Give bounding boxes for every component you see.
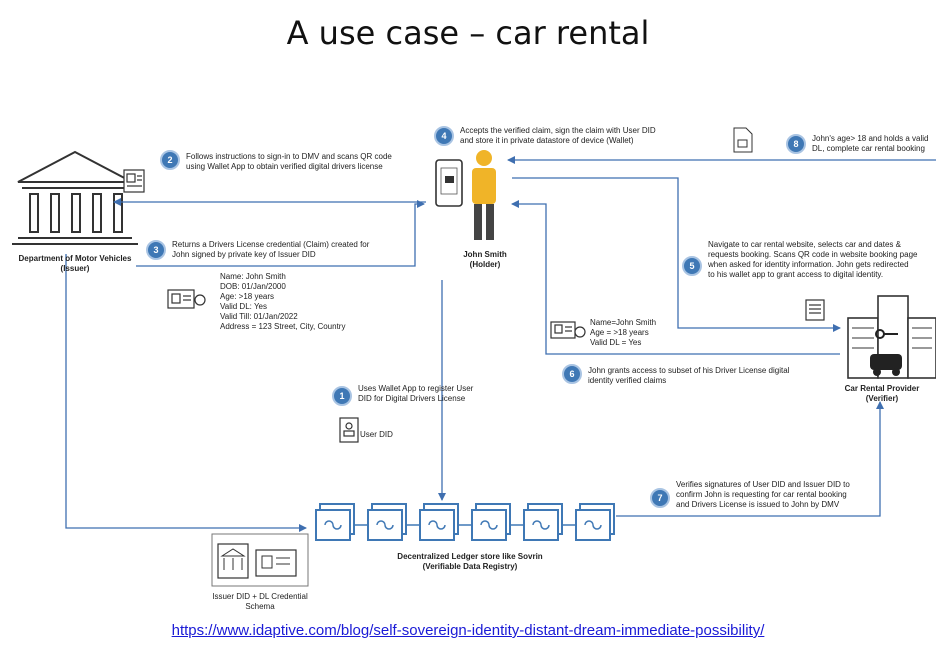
slide-title: A use case – car rental: [286, 14, 650, 52]
holder-label: John Smith (Holder): [440, 250, 530, 270]
verifier-label: Car Rental Provider (Verifier): [828, 384, 936, 404]
step-6-line: John grants access to subset of his Driv…: [588, 366, 790, 375]
license-card-icon: [167, 289, 206, 309]
step-5-line: requests booking. Scans QR code in websi…: [708, 250, 918, 259]
blockchain-icon: [315, 503, 615, 541]
arrow-verifier-to-holder: [511, 200, 840, 355]
claim-line: Address = 123 Street, City, Country: [220, 322, 346, 331]
arrow-ledger-to-verifier: [616, 401, 884, 517]
document-icon: [733, 127, 753, 153]
license-card-icon: [550, 321, 586, 339]
step-2-text: Follows instructions to sign-in to DMV a…: [186, 152, 426, 172]
dmv-role: (Issuer): [60, 264, 90, 273]
step-7-line: confirm John is requesting for car renta…: [676, 490, 847, 499]
car-rental-building-icon: [847, 295, 936, 379]
claim-line: Valid DL = Yes: [590, 338, 642, 347]
step-8-marker: 8: [786, 134, 806, 154]
step-4-marker: 4: [434, 126, 454, 146]
step-7-marker: 7: [650, 488, 670, 508]
schema-label-line: Schema: [245, 602, 275, 611]
step-2-marker: 2: [160, 150, 180, 170]
ledger-block: [471, 503, 511, 541]
step-6-text: John grants access to subset of his Driv…: [588, 366, 828, 386]
arrow-dmv-to-holder: [136, 200, 425, 267]
step-1-line: Uses Wallet App to register User: [358, 384, 474, 393]
dmv-name: Department of Motor Vehicles: [18, 254, 132, 263]
user-did-icon: [339, 417, 359, 443]
step-1-line: DID for Digital Drivers License: [358, 394, 466, 403]
step-1-text: Uses Wallet App to register User DID for…: [358, 384, 508, 404]
bank-building-icon: [12, 150, 138, 245]
dmv-label: Department of Motor Vehicles (Issuer): [0, 254, 150, 274]
holder-name: John Smith: [463, 250, 507, 259]
arrow-holder-to-verifier: [512, 177, 841, 332]
ledger-block: [367, 503, 407, 541]
step-8-line: DL, complete car rental booking: [812, 144, 925, 153]
holder-role: (Holder): [469, 260, 501, 269]
step-7-line: and Drivers License is issued to John by…: [676, 500, 840, 509]
ledger-block: [419, 503, 459, 541]
step-5-marker: 5: [682, 256, 702, 276]
step-5-line: when asked for identity information. Joh…: [708, 260, 909, 269]
step-3-line: John signed by private key of Issuer DID: [172, 250, 316, 259]
ledger-name: Decentralized Ledger store like Sovrin: [397, 552, 543, 561]
arrow-dmv-to-ledger: [65, 254, 307, 532]
ledger-role: (Verifiable Data Registry): [422, 562, 518, 571]
step-6-marker: 6: [562, 364, 582, 384]
claim-line: Valid Till: 01/Jan/2022: [220, 312, 298, 321]
step-8-text: John's age> 18 and holds a valid DL, com…: [812, 134, 936, 154]
schema-label-line: Issuer DID + DL Credential: [212, 592, 308, 601]
schema-label: Issuer DID + DL Credential Schema: [200, 592, 320, 612]
verifier-name: Car Rental Provider: [844, 384, 920, 393]
step-3-line: Returns a Drivers License credential (Cl…: [172, 240, 370, 249]
verifier-role: (Verifier): [865, 394, 899, 403]
step-2-line: using Wallet App to obtain verified digi…: [186, 162, 383, 171]
step-4-line: Accepts the verified claim, sign the cla…: [460, 126, 656, 135]
schema-box: [211, 533, 309, 587]
step-5-line: Navigate to car rental website, selects …: [708, 240, 901, 249]
document-icon: [805, 299, 825, 321]
ledger-label: Decentralized Ledger store like Sovrin (…: [370, 552, 570, 572]
ledger-block: [575, 503, 615, 541]
source-link[interactable]: https://www.idaptive.com/blog/self-sover…: [171, 622, 765, 639]
claim-line: Valid DL: Yes: [220, 302, 267, 311]
step-1-marker: 1: [332, 386, 352, 406]
step-4-text: Accepts the verified claim, sign the cla…: [460, 126, 700, 146]
step-6-line: identity verified claims: [588, 376, 667, 385]
claim-line: Age = >18 years: [590, 328, 649, 337]
step-2-line: Follows instructions to sign-in to DMV a…: [186, 152, 392, 161]
subset-claim-details: Name=John Smith Age = >18 years Valid DL…: [590, 318, 710, 348]
step-5-text: Navigate to car rental website, selects …: [708, 240, 936, 280]
claim-line: Age: >18 years: [220, 292, 275, 301]
ledger-block: [315, 503, 355, 541]
license-claim-details: Name: John Smith DOB: 01/Jan/2000 Age: >…: [220, 272, 420, 332]
claim-line: Name: John Smith: [220, 272, 286, 281]
claim-line: Name=John Smith: [590, 318, 657, 327]
step-3-text: Returns a Drivers License credential (Cl…: [172, 240, 412, 260]
step-8-line: John's age> 18 and holds a valid: [812, 134, 929, 143]
user-did-label: User DID: [360, 430, 393, 439]
claim-line: DOB: 01/Jan/2000: [220, 282, 286, 291]
step-3-marker: 3: [146, 240, 166, 260]
person-with-phone-icon: [435, 150, 496, 240]
step-5-line: to his wallet app to grant access to dig…: [708, 270, 884, 279]
document-icon: [123, 169, 145, 193]
ledger-block: [523, 503, 563, 541]
step-7-text: Verifies signatures of User DID and Issu…: [676, 480, 916, 510]
step-7-line: Verifies signatures of User DID and Issu…: [676, 480, 850, 489]
step-4-line: and store it in private datastore of dev…: [460, 136, 634, 145]
